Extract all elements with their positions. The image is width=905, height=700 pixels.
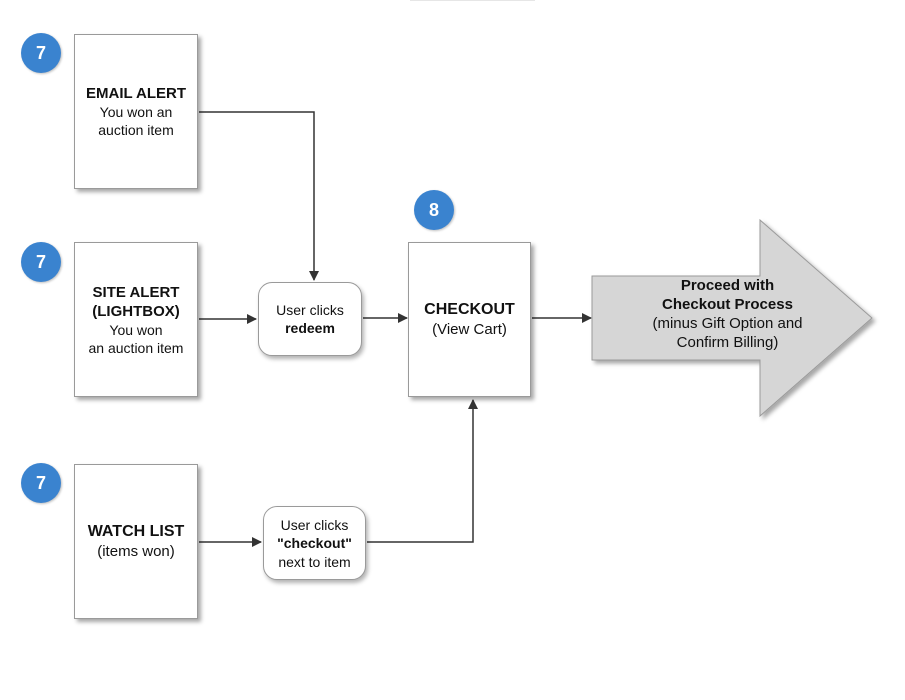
redeem-step-line1: User clicks: [276, 301, 344, 318]
checkout-box: CHECKOUT (View Cart): [408, 242, 531, 397]
email-alert-line1: You won an: [99, 104, 173, 120]
proceed-line4: Confirm Billing): [676, 334, 779, 351]
redeem-step-box: User clicks redeem: [258, 282, 362, 356]
site-alert-line1: You won: [109, 321, 163, 338]
email-alert-line2: auction item: [98, 122, 174, 138]
checkout-line1: (View Cart): [432, 320, 507, 338]
site-alert-title1: SITE ALERT: [92, 283, 180, 301]
site-alert-title2: (LIGHTBOX): [92, 302, 180, 320]
proceed-arrow-text: Proceed with Checkout Process (minus Gif…: [600, 276, 855, 352]
checkout-step-line1: User clicks: [280, 516, 349, 533]
step-badge-checkout: 8: [414, 190, 454, 230]
site-alert-line2: an auction item: [88, 339, 184, 356]
site-alert-box: SITE ALERT (LIGHTBOX) You won an auction…: [74, 242, 198, 397]
step-badge-email: 7: [21, 33, 61, 73]
checkout-step-box: User clicks "checkout" next to item: [263, 506, 366, 580]
step-badge-watch: 7: [21, 463, 61, 503]
checkout-step-line3: next to item: [278, 553, 351, 570]
connector-email-to-redeem: [199, 111, 319, 281]
proceed-arrow-shape: [591, 218, 873, 418]
email-alert-title: EMAIL ALERT: [86, 85, 186, 102]
watch-list-line1: (items won): [97, 542, 175, 560]
top-divider: [410, 0, 535, 1]
watch-list-box: WATCH LIST (items won): [74, 464, 198, 619]
proceed-line2: Checkout Process: [662, 296, 793, 313]
checkout-title: CHECKOUT: [424, 300, 515, 318]
connector-step-to-checkout: [367, 399, 478, 543]
redeem-step-line2: redeem: [285, 319, 335, 336]
proceed-line3: (minus Gift Option and: [652, 315, 803, 332]
email-alert-box: EMAIL ALERT You won an auction item: [74, 34, 198, 189]
proceed-line1: Proceed with: [680, 277, 775, 294]
watch-list-title: WATCH LIST: [87, 522, 185, 540]
checkout-step-line2: "checkout": [277, 534, 352, 551]
step-badge-site: 7: [21, 242, 61, 282]
